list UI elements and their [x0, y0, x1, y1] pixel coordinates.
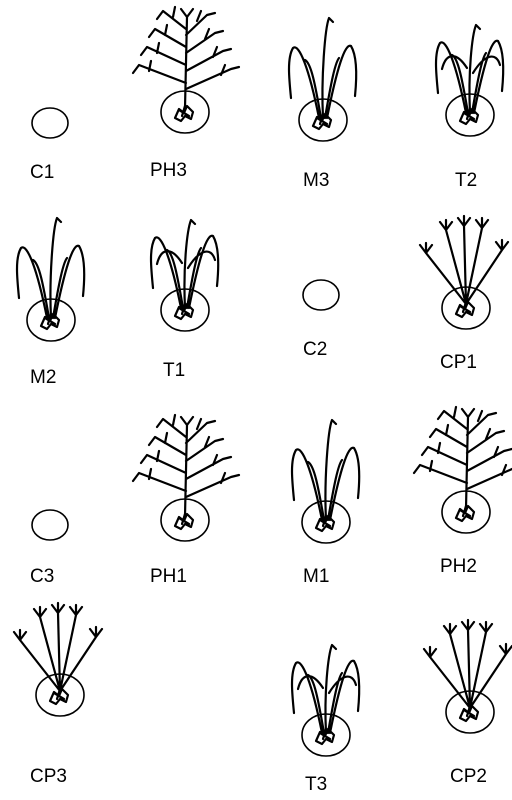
plot-label: M3: [303, 170, 329, 191]
plot-label: PH2: [440, 556, 477, 577]
plot-label: T3: [305, 774, 327, 795]
plot-c2: C2: [303, 280, 339, 360]
plot-label: CP1: [440, 352, 477, 373]
grass-plant: [436, 25, 503, 113]
plot-cp3: CP3: [14, 603, 102, 787]
fan-plant: [424, 620, 512, 708]
grass-plant: [292, 645, 359, 733]
plot-m3: M3: [289, 18, 356, 191]
plot-label: C3: [30, 566, 54, 587]
branched-plant: [133, 7, 239, 108]
grass-plant: [17, 218, 84, 318]
plot-ph1: PH1: [133, 415, 239, 587]
plot-label: CP3: [30, 766, 67, 787]
plot-label: M2: [30, 367, 56, 388]
plot-c3: C3: [30, 510, 68, 587]
plot-cp1: CP1: [420, 216, 508, 373]
plot-circle: [32, 510, 68, 540]
plot-m1: M1: [292, 420, 359, 587]
plot-label: M1: [303, 566, 329, 587]
plot-t1: T1: [151, 220, 218, 381]
plot-label: CP2: [450, 766, 487, 787]
fan-plant: [420, 216, 508, 304]
plot-label: T2: [455, 170, 477, 191]
plot-c1: C1: [30, 108, 68, 183]
plot-label: PH3: [150, 160, 187, 181]
plot-ph3: PH3: [133, 7, 239, 181]
plot-m2: M2: [17, 218, 84, 388]
plot-label: PH1: [150, 566, 187, 587]
plot-t2: T2: [436, 25, 503, 191]
fan-plant: [14, 603, 102, 691]
plot-circle: [32, 108, 68, 138]
plot-t3: T3: [292, 645, 359, 795]
plot-label: T1: [163, 360, 185, 381]
plot-cp2: CP2: [424, 620, 512, 787]
grass-plant: [289, 18, 356, 118]
plot-label: C1: [30, 162, 54, 183]
plot-circle: [303, 280, 339, 310]
branched-plant: [133, 415, 239, 516]
grass-plant: [151, 220, 218, 308]
plot-ph2: PH2: [414, 407, 512, 577]
plot-label: C2: [303, 339, 327, 360]
branched-plant: [414, 407, 512, 508]
grass-plant: [292, 420, 359, 520]
